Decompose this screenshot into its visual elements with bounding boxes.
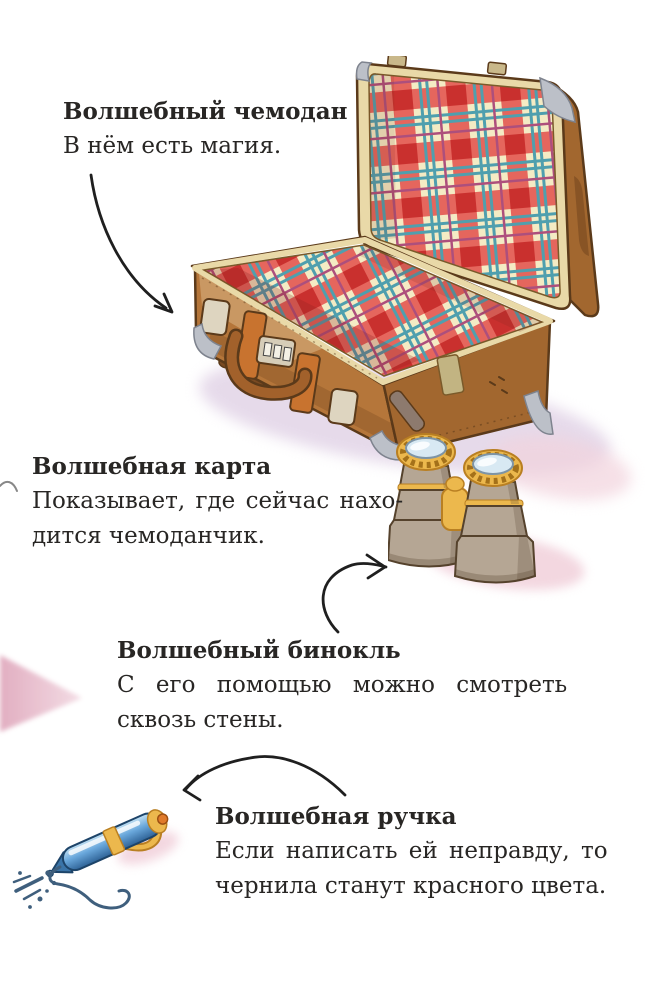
label-suitcase: Волшебный чемодан В нём есть магия. bbox=[63, 94, 348, 164]
arrow-to-pen-head bbox=[182, 774, 202, 802]
arrow-to-pen bbox=[184, 755, 347, 797]
arrow-to-binoculars bbox=[321, 562, 388, 634]
label-binoculars-line: сквозь стены. bbox=[117, 707, 284, 733]
lid-hinge-tab bbox=[486, 61, 508, 76]
corner-cap bbox=[539, 76, 576, 123]
label-map-title: Волшебная карта bbox=[32, 453, 272, 480]
pen-body bbox=[46, 809, 169, 878]
label-binoculars-title: Волшебный бинокль bbox=[117, 637, 401, 664]
label-pen-line: Если написать ей неправду, то bbox=[215, 838, 608, 864]
label-map-line: дится чемоданчик. bbox=[32, 523, 265, 549]
label-pen-line: чернила станут красного цвета. bbox=[215, 873, 607, 899]
latch bbox=[199, 298, 231, 336]
label-map: Волшебная карта Показывает, где сейчас н… bbox=[32, 449, 403, 554]
label-binoculars: Волшебный бинокль С его помощью можно см… bbox=[117, 633, 567, 738]
arrow-to-suitcase-head bbox=[153, 292, 174, 314]
corner-cap bbox=[193, 322, 223, 360]
suitcase-lid bbox=[355, 56, 600, 318]
lid-hinge-tab bbox=[386, 56, 408, 68]
map-corner-illustration bbox=[0, 655, 82, 732]
label-map-line: Показывает, где сейчас нахо- bbox=[32, 488, 404, 514]
binocular-right-barrel bbox=[453, 449, 537, 584]
arrow-to-map-stub bbox=[0, 480, 18, 492]
pen-illustration bbox=[12, 809, 169, 910]
corner-cap bbox=[523, 389, 554, 435]
suitcase-illustration bbox=[190, 56, 600, 461]
arrow-to-suitcase bbox=[89, 173, 168, 310]
label-suitcase-title: Волшебный чемодан bbox=[63, 98, 348, 125]
label-binoculars-line: С его помощью можно смотреть bbox=[117, 672, 568, 698]
corner-cap bbox=[355, 61, 373, 82]
suitcase-body bbox=[190, 235, 556, 461]
ink-squiggle bbox=[48, 865, 131, 910]
latch bbox=[327, 388, 359, 426]
arrow-to-binoculars-head bbox=[365, 553, 387, 580]
binoculars-illustration bbox=[388, 433, 537, 584]
label-suitcase-line: В нём есть магия. bbox=[63, 133, 282, 159]
tag bbox=[436, 354, 465, 396]
ink-splatter bbox=[12, 870, 57, 909]
sticker bbox=[388, 390, 426, 432]
label-pen: Волшебная ручка Если написать ей неправд… bbox=[215, 799, 608, 904]
label-pen-title: Волшебная ручка bbox=[215, 803, 457, 830]
